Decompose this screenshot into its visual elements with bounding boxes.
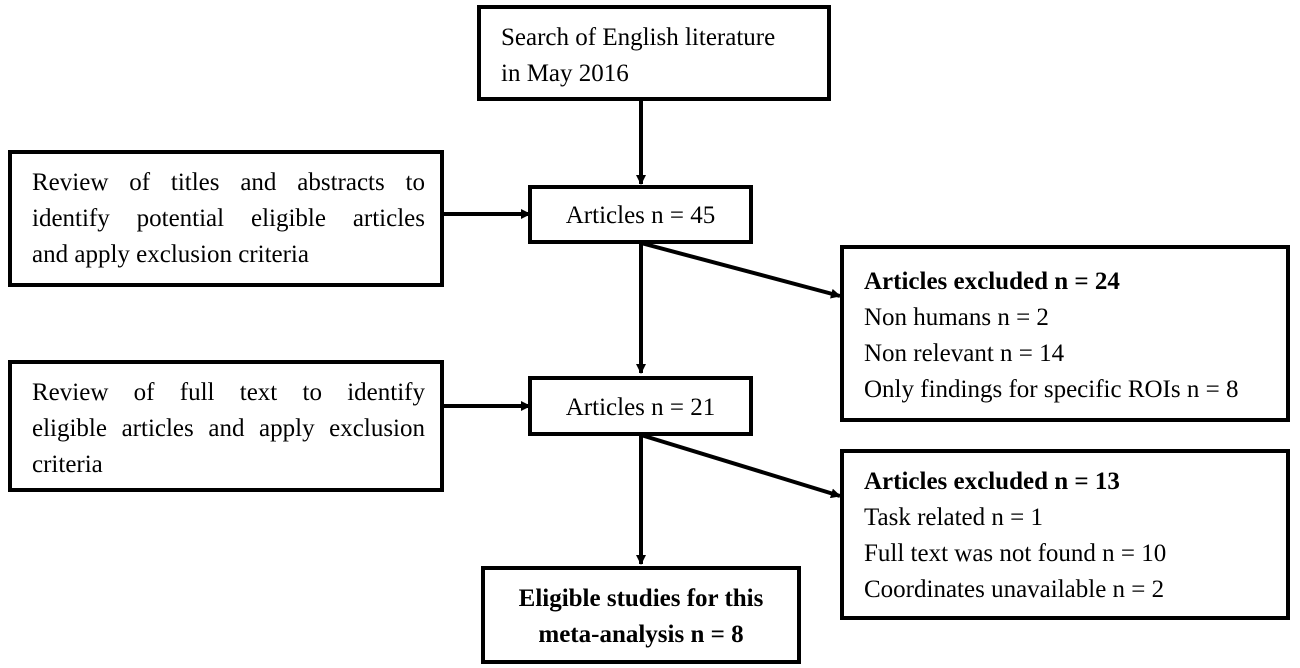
excluded-24-item-3: Only findings for specific ROIs n = 8 (864, 376, 1239, 403)
eligible-box: Eligible studies for this meta-analysis … (481, 566, 801, 664)
articles-45-label: Articles n = 45 (565, 202, 716, 229)
review-titles-line-2: identify potential eligible articles (32, 205, 425, 232)
excluded-13-heading: Articles excluded n = 13 (864, 468, 1120, 495)
excluded-24-heading: Articles excluded n = 24 (864, 268, 1120, 295)
articles-21-box: Articles n = 21 (528, 376, 753, 436)
review-titles-line-1: Review of titles and abstracts to (32, 169, 425, 196)
review-titles-line-3: and apply exclusion criteria (32, 241, 309, 268)
excluded-13-item-2: Full text was not found n = 10 (864, 540, 1167, 567)
search-box-line-1: Search of English literature (501, 24, 776, 51)
articles-45-box: Articles n = 45 (528, 185, 753, 244)
search-box: Search of English literature in May 2016 (477, 5, 831, 101)
search-box-line-2: in May 2016 (501, 60, 629, 87)
excluded-24-box: Articles excluded n = 24 Non humans n = … (840, 245, 1290, 422)
review-fulltext-line-2: eligible articles and apply exclusion (32, 415, 425, 442)
review-fulltext-line-3: criteria (32, 451, 103, 478)
arrow-articles21-to-excluded13 (640, 433, 841, 499)
arrow-articles45-to-excluded24 (640, 241, 841, 299)
articles-21-label: Articles n = 21 (565, 394, 716, 421)
review-titles-box: Review of titles and abstracts to identi… (8, 150, 444, 287)
review-fulltext-box: Review of full text to identify eligible… (8, 360, 444, 492)
excluded-13-item-1: Task related n = 1 (864, 504, 1043, 531)
excluded-13-box: Articles excluded n = 13 Task related n … (840, 449, 1290, 620)
excluded-13-item-3: Coordinates unavailable n = 2 (864, 576, 1165, 603)
eligible-line-2: meta-analysis n = 8 (538, 621, 744, 648)
review-fulltext-line-1: Review of full text to identify (32, 379, 425, 406)
eligible-line-1: Eligible studies for this (518, 585, 764, 612)
excluded-24-item-1: Non humans n = 2 (864, 304, 1049, 331)
excluded-24-item-2: Non relevant n = 14 (864, 340, 1065, 367)
